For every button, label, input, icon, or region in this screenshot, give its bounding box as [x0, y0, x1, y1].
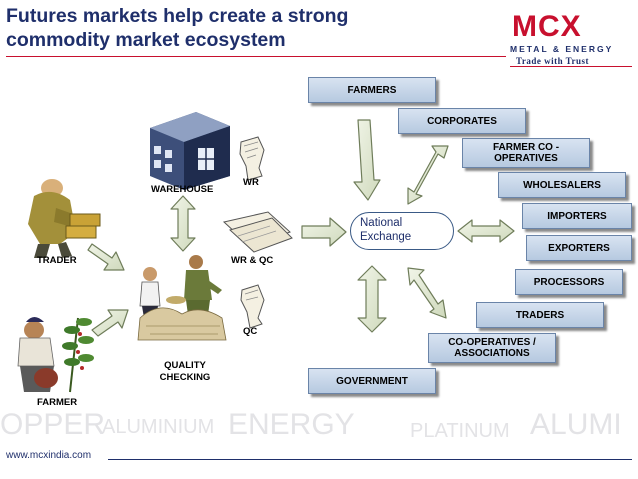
- farmer-icon: [17, 317, 94, 393]
- box-government: GOVERNMENT: [308, 368, 436, 394]
- box-cooperatives-associations: CO-OPERATIVES / ASSOCIATIONS: [428, 333, 556, 363]
- documents-icon: [222, 211, 293, 253]
- quality-checking-icon: [137, 255, 227, 341]
- label-wr: WR: [243, 177, 259, 188]
- logo-mark: MCX: [512, 10, 582, 43]
- label-qc: QC: [243, 326, 258, 337]
- box-wholesalers: WHOLESALERS: [498, 172, 626, 198]
- double-arrow-traders: [407, 267, 447, 319]
- bg-word: ALUMI: [530, 408, 622, 441]
- warehouse-receipt-icon: [239, 136, 265, 181]
- bg-word: PLATINUM: [410, 420, 510, 442]
- label-farmer: FARMER: [37, 397, 78, 408]
- label-warehouse: WAREHOUSE: [151, 184, 214, 195]
- label-wr-qc: WR & QC: [231, 255, 274, 266]
- quality-certificate-icon: [240, 284, 265, 329]
- bg-word: ALUMINIUM: [102, 416, 215, 438]
- page-title: Futures markets help create a strong com…: [6, 5, 349, 51]
- double-arrow-corporates: [407, 145, 449, 205]
- label-trader: TRADER: [37, 255, 77, 266]
- header-divider: [6, 56, 506, 57]
- logo-tagline: Trade with Trust: [516, 56, 590, 66]
- arrow-farmers-to-exchange: [353, 119, 381, 201]
- footer-url: www.mcxindia.com: [6, 450, 92, 461]
- bg-word: OPPER: [0, 408, 106, 441]
- arrow-farmer-to-checking: [91, 309, 129, 337]
- warehouse-icon: [150, 112, 230, 190]
- background-watermark: OPPER ALUMINIUM ENERGY PLATINUM ALUMI: [0, 408, 638, 448]
- box-processors: PROCESSORS: [515, 269, 623, 295]
- logo-subtitle: METAL & ENERGY: [510, 44, 614, 54]
- box-farmers: FARMERS: [308, 77, 436, 103]
- double-arrow-importers-exporters: [457, 219, 515, 243]
- double-arrow-government: [357, 265, 387, 333]
- box-traders: TRADERS: [476, 302, 604, 328]
- label-quality-checking: QUALITY CHECKING: [159, 360, 211, 383]
- national-exchange-label: National Exchange: [360, 216, 411, 244]
- arrow-trader-to-checking: [87, 243, 125, 271]
- box-farmer-cooperatives: FARMER CO - OPERATIVES: [462, 138, 590, 168]
- national-exchange-line2: Exchange: [360, 231, 412, 243]
- national-exchange-line1: National: [360, 217, 403, 229]
- double-arrow-warehouse-quality: [170, 195, 196, 252]
- logo-divider: [510, 66, 632, 67]
- box-importers: IMPORTERS: [522, 203, 632, 229]
- national-exchange-node: [350, 212, 454, 250]
- mcx-logo: MCX METAL & ENERGY Trade with Trust: [500, 12, 632, 68]
- footer-divider: [108, 459, 632, 460]
- trader-icon: [28, 179, 101, 258]
- arrow-documents-to-exchange: [301, 217, 347, 247]
- box-corporates: CORPORATES: [398, 108, 526, 134]
- bg-word: ENERGY: [228, 408, 355, 441]
- box-exporters: EXPORTERS: [526, 235, 632, 261]
